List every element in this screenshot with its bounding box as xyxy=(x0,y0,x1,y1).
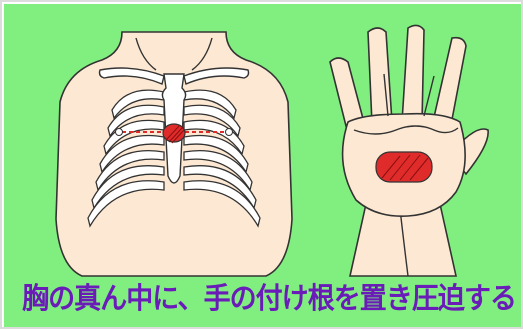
nipple-left xyxy=(116,129,123,136)
heel-of-hand-area xyxy=(376,152,432,182)
nipple-right xyxy=(226,129,233,136)
instruction-caption: 胸の真ん中に、手の付け根を置き圧迫する xyxy=(22,276,503,320)
diagram-panel: 胸の真ん中に、手の付け根を置き圧迫する xyxy=(4,4,521,327)
torso-ribcage-icon xyxy=(56,32,292,276)
